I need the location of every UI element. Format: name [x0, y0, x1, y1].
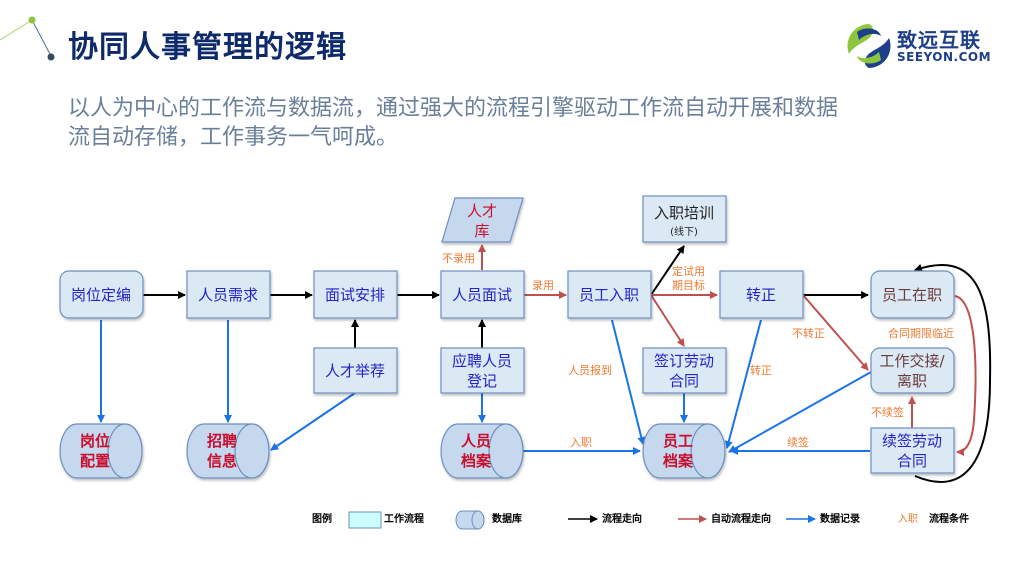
db-label-line1: 招聘: [207, 432, 237, 450]
subtitle-line2: 流自动存储，工作事务一气呵成。: [68, 125, 399, 150]
arrow-ruzhi-to-qianding: [650, 294, 685, 347]
node-label: 人员面试: [452, 286, 512, 304]
cond-zhuanzheng: 转正: [750, 363, 772, 377]
legend-work-flow-swatch: [348, 511, 382, 529]
node-qianding-hetong[interactable]: 签订劳动 合同: [642, 347, 727, 394]
node-label-line1: 签订劳动: [654, 352, 714, 370]
cond-dingshiyong-line2: 期目标: [672, 278, 705, 292]
page-subtitle: 以人为中心的工作流与数据流，通过强大的流程引擎驱动工作流自动开展和数据 流自动存…: [68, 94, 988, 152]
db-label-line1: 员工: [663, 432, 693, 450]
db-label-line2: 信息: [207, 452, 237, 470]
node-renyuan-mianshi[interactable]: 人员面试: [440, 270, 525, 319]
db-label-line2: 配置: [80, 452, 110, 470]
node-label: 面试安排: [325, 286, 385, 304]
logo-name-en: SEEYON.COM: [897, 50, 992, 64]
node-label-line2: 合同: [669, 372, 699, 390]
arrow-jujian-to-zhaopin-db: [270, 392, 356, 451]
legend-work-flow-label: 工作流程: [384, 512, 424, 525]
arrow-zaizhi-to-xuqian: [954, 295, 977, 456]
node-yingpin-dengji[interactable]: 应聘人员 登记: [440, 347, 525, 394]
db-renyuan-dangan[interactable]: 人员 档案: [440, 423, 524, 479]
node-label: 岗位定编: [71, 286, 131, 304]
arrow-zhuanzheng-to-jiaojie: [802, 294, 869, 371]
node-label-line2: 离职: [897, 372, 927, 390]
cond-ruzhi: 入职: [570, 436, 592, 449]
arrow-zhuanzheng-to-yuangong-db: [724, 319, 762, 449]
db-label-line1: 岗位: [80, 432, 110, 450]
db-zhaopin-xinxi[interactable]: 招聘 信息: [186, 423, 270, 479]
corner-decoration: [0, 16, 55, 61]
arrow-xuqian-to-zaizhi: [914, 263, 992, 483]
arrow-ruzhi-to-peixun: [650, 245, 685, 296]
database-nodes: 岗位 配置 招聘 信息 人员 档案 员工 档案: [59, 423, 726, 479]
data-record-arrows: [97, 319, 872, 455]
cond-bu-luyong: 不录用: [442, 252, 475, 265]
legend: 图例 工作流程 数据库 流程走向 自动流程走向 数据记录 入职 流程条件: [312, 510, 969, 530]
node-label: 人员需求: [198, 286, 258, 304]
db-label-line2: 档案: [663, 452, 694, 470]
legend-condition-label: 流程条件: [929, 512, 969, 525]
logo-name-cn: 致远互联: [897, 28, 981, 52]
cond-renyuan-baodao: 人员报到: [568, 363, 612, 377]
legend-auto-label: 自动流程走向: [711, 512, 771, 525]
node-label-line2: (线下): [670, 225, 698, 238]
node-rencai-jujian[interactable]: 人才举荐: [313, 347, 398, 394]
process-flow-arrows: [143, 245, 992, 483]
node-ruzhi-peixun[interactable]: 入职培训 (线下): [642, 195, 727, 243]
legend-title: 图例: [312, 512, 332, 525]
cond-luyong: 录用: [532, 279, 554, 292]
node-yuangong-zaizhi[interactable]: 员工在职: [870, 270, 955, 319]
node-mianshi-anpai[interactable]: 面试安排: [313, 270, 398, 319]
node-label: 转正: [746, 286, 776, 304]
node-label: 员工在职: [882, 286, 942, 304]
cond-bu-xuqian: 不续签: [871, 405, 904, 419]
page-title: 协同人事管理的逻辑: [68, 30, 347, 65]
process-nodes: 岗位定编 人员需求 面试安排 人员面试 员工入职 转正 员工在职: [59, 195, 955, 474]
node-label-line2: 库: [474, 222, 489, 240]
node-gongzuo-jiaojie[interactable]: 工作交接/ 离职: [870, 347, 955, 394]
cond-xuqian: 续签: [787, 435, 809, 449]
arrow-jiaojie-to-yuangong-db: [728, 371, 872, 453]
seeyon-logo: 致远互联 SEEYON.COM: [845, 22, 1015, 72]
legend-process-label: 流程走向: [602, 512, 642, 525]
node-zhuanzheng[interactable]: 转正: [719, 270, 804, 319]
node-gangwei-dingbian[interactable]: 岗位定编: [59, 270, 144, 319]
node-label-line1: 人才: [467, 202, 497, 220]
cond-dingshiyong-line1: 定试用: [672, 264, 705, 278]
legend-data-label: 数据记录: [820, 512, 860, 525]
seeyon-logo-icon: [847, 24, 891, 68]
cond-bu-zhuanzheng: 不转正: [792, 326, 825, 340]
node-label-line2: 登记: [467, 372, 497, 390]
node-yuangong-ruzhi[interactable]: 员工入职: [567, 270, 652, 319]
node-label-line1: 入职培训: [654, 204, 714, 222]
node-label-line1: 续签劳动: [882, 432, 942, 450]
auto-flow-arrows: [478, 244, 977, 456]
db-label-line2: 档案: [461, 452, 492, 470]
node-label: 员工入职: [579, 286, 639, 304]
db-gangwei-peizhi[interactable]: 岗位 配置: [59, 423, 143, 479]
node-renyuan-xuqiu[interactable]: 人员需求: [186, 270, 271, 319]
legend-condition-sample: 入职: [898, 513, 918, 525]
node-label-line1: 工作交接/: [879, 352, 945, 370]
arrow-ruzhi-to-yuangong-db: [611, 319, 646, 445]
subtitle-line1: 以人为中心的工作流与数据流，通过强大的流程引擎驱动工作流自动开展和数据: [68, 96, 839, 121]
db-label-line1: 人员: [461, 432, 491, 450]
legend-database-label: 数据库: [492, 512, 522, 525]
node-label-line1: 应聘人员: [452, 352, 512, 370]
node-xuqian-hetong[interactable]: 续签劳动 合同: [870, 427, 955, 474]
node-label-line2: 合同: [897, 452, 927, 470]
node-rencaiku[interactable]: 人才 库: [441, 197, 524, 243]
node-label: 人才举荐: [325, 362, 385, 380]
condition-labels: 不录用 录用 定试用 期目标 不转正 合同期限临近 人员报到 转正 不续签 入职…: [442, 252, 954, 449]
db-yuangong-dangan[interactable]: 员工 档案: [642, 423, 726, 479]
legend-database-swatch: [455, 510, 485, 530]
cond-hetong-qixian: 合同期限临近: [888, 326, 954, 340]
